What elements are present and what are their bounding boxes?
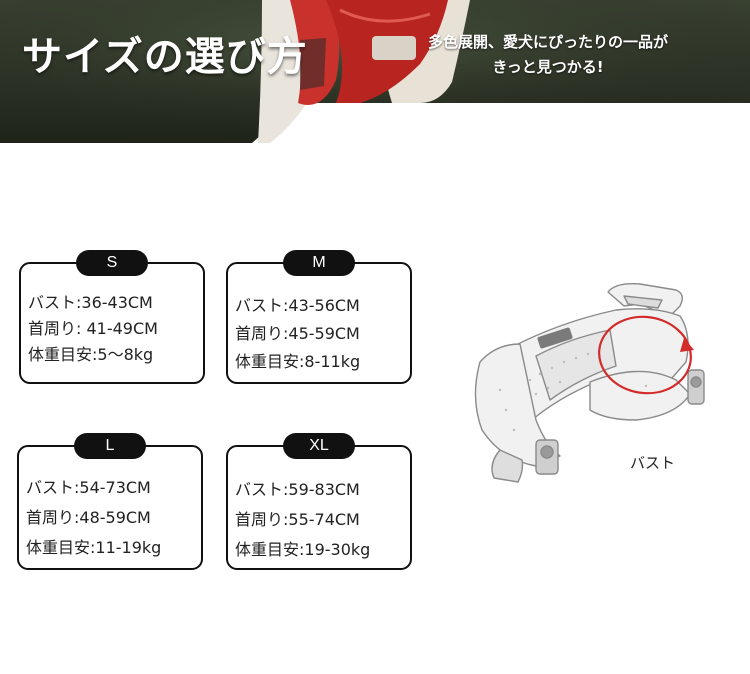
size-card-l: L バスト:54-73CM 首周り:48-59CM 体重目安:11-19kg: [17, 433, 203, 570]
size-details: バスト:36-43CM 首周り: 41-49CM 体重目安:5〜8kg: [28, 290, 199, 368]
neck-measurement: 首周り:48-59CM: [26, 508, 151, 527]
banner: サイズの選び方 多色展開、愛犬にぴったりの一品が きっと見つかる!: [0, 0, 750, 143]
banner-subtitle: 多色展開、愛犬にぴったりの一品が きっと見つかる!: [368, 30, 728, 80]
size-tag: XL: [283, 433, 355, 459]
size-card-m: M バスト:43-56CM 首周り:45-59CM 体重目安:8-11kg: [226, 250, 412, 384]
banner-subtitle-line-2: きっと見つかる!: [492, 58, 604, 76]
bust-measurement: バスト:59-83CM: [235, 480, 360, 499]
bust-measurement: バスト:43-56CM: [235, 296, 360, 315]
arrow-icon: [680, 338, 694, 352]
size-details: バスト:59-83CM 首周り:55-74CM 体重目安:19-30kg: [235, 475, 406, 565]
weight-guide: 体重目安:5〜8kg: [28, 345, 154, 364]
neck-measurement: 首周り: 41-49CM: [28, 319, 158, 338]
harness-illustration: [474, 282, 705, 483]
page-title: サイズの選び方: [22, 34, 308, 80]
bust-label: バスト: [630, 454, 676, 472]
bust-measurement: バスト:36-43CM: [28, 293, 153, 312]
neck-measurement: 首周り:55-74CM: [235, 510, 360, 529]
size-card-s: S バスト:36-43CM 首周り: 41-49CM 体重目安:5〜8kg: [19, 250, 205, 384]
size-details: バスト:54-73CM 首周り:48-59CM 体重目安:11-19kg: [26, 473, 197, 563]
banner-photo: [0, 0, 750, 143]
weight-guide: 体重目安:19-30kg: [235, 540, 371, 559]
size-tag: L: [74, 433, 146, 459]
size-details: バスト:43-56CM 首周り:45-59CM 体重目安:8-11kg: [235, 292, 406, 376]
banner-subtitle-line-1: 多色展開、愛犬にぴったりの一品が: [427, 33, 668, 51]
size-tag: S: [76, 250, 148, 276]
size-card-xl: XL バスト:59-83CM 首周り:55-74CM 体重目安:19-30kg: [226, 433, 412, 570]
weight-guide: 体重目安:8-11kg: [235, 352, 361, 371]
neck-measurement: 首周り:45-59CM: [235, 324, 360, 343]
size-tag: M: [283, 250, 355, 276]
bust-measurement-ring: [598, 315, 692, 395]
bust-measurement: バスト:54-73CM: [26, 478, 151, 497]
weight-guide: 体重目安:11-19kg: [26, 538, 162, 557]
